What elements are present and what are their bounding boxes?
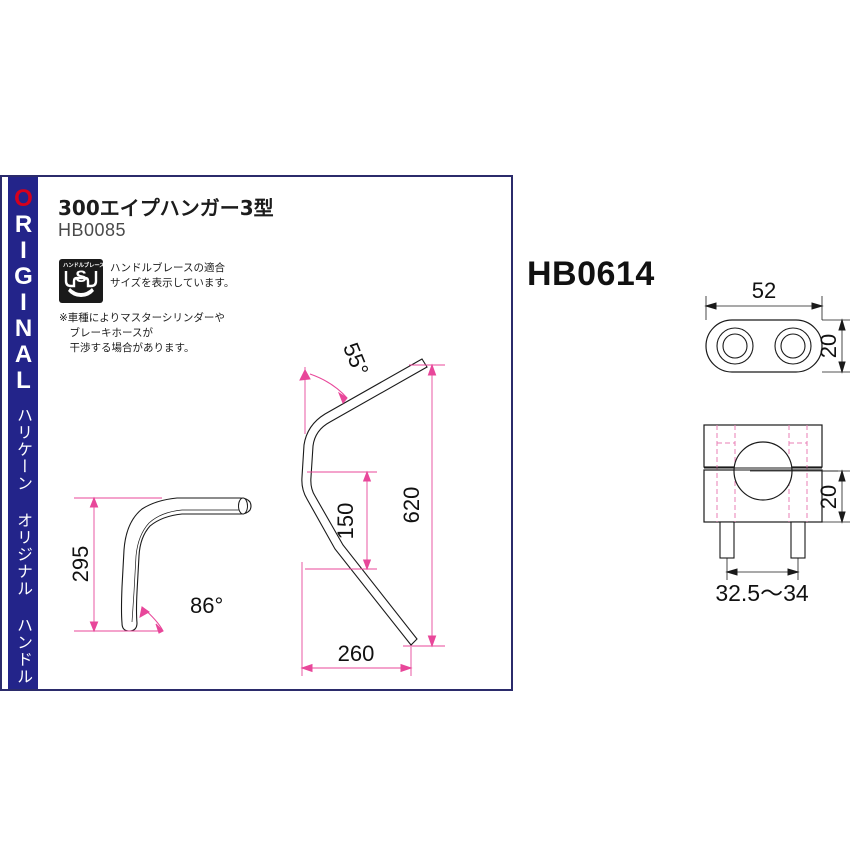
clamp-top-body xyxy=(705,319,823,373)
brand-japanese-text: ハリケーン オリジナル ハンドル xyxy=(14,407,33,685)
brand-original-text: ORIGINAL xyxy=(9,185,37,393)
handlebar-front-view-drawing: 55° 150 620 xyxy=(299,339,445,676)
product-code: HB0085 xyxy=(58,220,127,240)
compatibility-warning-note: ※車種によりマスターシリンダーや ブレーキホースが 干渉する場合があります。 xyxy=(59,312,225,354)
side-view-geometry xyxy=(120,497,252,632)
front-view-dim-150-label: 150 xyxy=(333,503,358,540)
front-view-dimension-620 xyxy=(403,363,445,648)
brand-original-rest: RIGINAL xyxy=(10,211,37,393)
clamp-front-dim-20-label: 20 xyxy=(816,485,841,509)
handlebar-side-view-drawing: 295 86° xyxy=(68,496,252,634)
front-view-dim-620-label: 620 xyxy=(399,487,424,524)
front-view-dim-55-label: 55° xyxy=(338,339,374,379)
side-view-dim-295-label: 295 xyxy=(68,546,93,583)
clamp-front-dim-spacing-label: 32.5〜34 xyxy=(715,580,809,605)
front-view-dimension-55deg xyxy=(299,367,348,434)
handle-brace-shape-icon xyxy=(64,271,98,297)
side-view-dim-86-label: 86° xyxy=(190,593,223,618)
clamp-bolts xyxy=(719,521,806,559)
brand-sidebar-inner: ORIGINAL ハリケーン オリジナル ハンドル xyxy=(8,177,38,689)
front-view-dimension-260 xyxy=(300,562,413,676)
handle-brace-size-letter: S xyxy=(75,267,87,286)
product-panel: ORIGINAL ハリケーン オリジナル ハンドル 300エイプハンガー3型 H… xyxy=(0,175,513,691)
handle-brace-badge: ハンドルブレース S xyxy=(59,259,105,303)
front-view-dim-260-label: 260 xyxy=(338,641,375,666)
clamp-top-view-drawing: 52 20 xyxy=(704,278,850,374)
clamp-top-dimension-20 xyxy=(822,318,850,374)
handle-brace-note: ハンドルブレースの適合 サイズを表示しています。 xyxy=(110,262,235,289)
clamp-top-dim-20-label: 20 xyxy=(816,334,841,358)
clamp-top-dimension-52 xyxy=(704,296,824,320)
product-title: 300エイプハンガー3型 xyxy=(58,196,274,220)
handle-brace-badge-caption: ハンドルブレース xyxy=(63,263,105,269)
side-view-dimension-86deg xyxy=(139,606,164,634)
clamp-front-dimension-bolt-spacing xyxy=(725,558,800,580)
clamp-part-number: HB0614 xyxy=(527,255,655,293)
front-view-geometry xyxy=(301,358,428,646)
side-view-dimension-295 xyxy=(74,496,162,633)
clamp-top-dim-52-label: 52 xyxy=(752,278,776,303)
clamp-front-view-drawing: 20 32.5〜34 xyxy=(703,424,850,605)
brand-original-initial: O xyxy=(10,185,37,211)
clamp-front-dimension-20 xyxy=(822,469,850,524)
brand-sidebar: ORIGINAL ハリケーン オリジナル ハンドル xyxy=(8,177,38,689)
front-view-dimension-150 xyxy=(305,470,377,571)
